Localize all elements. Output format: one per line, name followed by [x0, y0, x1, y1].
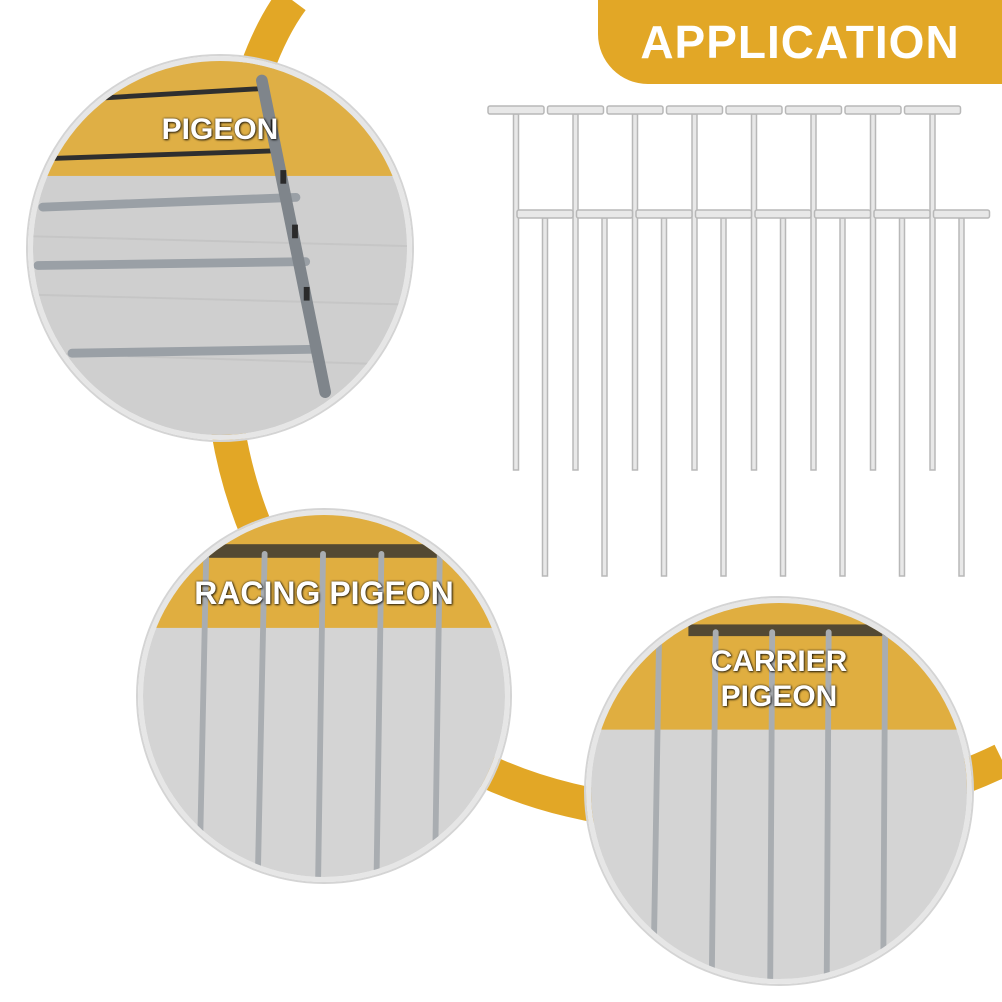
spike-9 — [516, 209, 574, 577]
application-badge: APPLICATION — [598, 0, 1002, 84]
spike-3 — [606, 105, 664, 471]
spike-14 — [813, 209, 872, 577]
carrier-pigeon-closeup-image — [591, 603, 967, 979]
spike-11 — [635, 209, 693, 577]
spike-5 — [725, 105, 783, 471]
spike-8 — [903, 105, 962, 471]
application-title: APPLICATION — [640, 16, 960, 68]
spike-7 — [844, 105, 902, 471]
spike-row-front — [516, 209, 991, 577]
circle-label-pigeon: PIGEON — [161, 113, 279, 146]
spike-row-back — [487, 105, 962, 471]
spike-13 — [754, 209, 812, 577]
circle-racing-pigeon: RACING PIGEON — [138, 510, 510, 882]
pigeon-closeup-image — [33, 61, 407, 435]
spike-1 — [487, 105, 545, 471]
spike-4 — [665, 105, 724, 471]
spike-16 — [932, 209, 991, 577]
circle-pigeon: PIGEON — [28, 56, 412, 440]
circle-label-racing-pigeon: RACING PIGEON — [194, 575, 454, 611]
racing-pigeon-closeup-image — [143, 515, 505, 877]
spike-12 — [694, 209, 753, 577]
spike-15 — [873, 209, 931, 577]
spike-2 — [546, 105, 605, 471]
circle-label-carrier-pigeon: CARRIER PIGEON — [710, 645, 848, 713]
spike-10 — [575, 209, 634, 577]
circle-carrier-pigeon: CARRIER PIGEON — [586, 598, 972, 984]
spike-6 — [784, 105, 843, 471]
